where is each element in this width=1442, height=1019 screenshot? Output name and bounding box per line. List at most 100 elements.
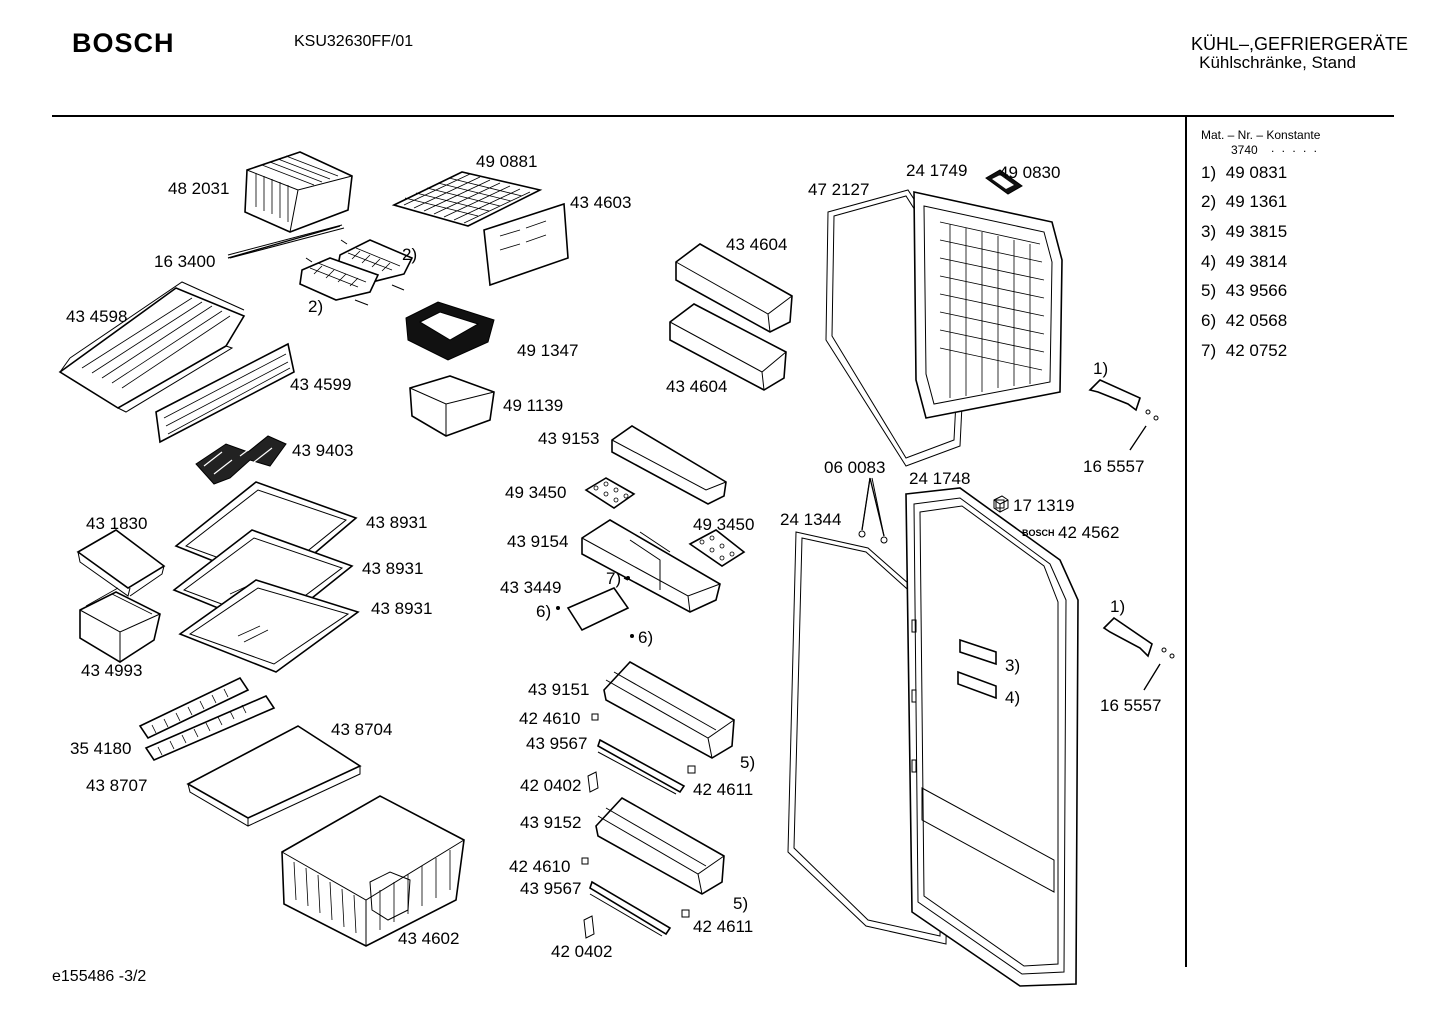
- fridge-gasket-drawing: [787, 531, 951, 945]
- part-number-label: 16 5557: [1083, 457, 1144, 476]
- part-number-label: 42 4610: [509, 857, 570, 876]
- box-icon: [993, 495, 1009, 513]
- door-rack-drawing: [581, 519, 721, 613]
- part-number-label: 16 3400: [154, 252, 215, 271]
- subcategory-title: Kühlschränke, Stand: [1199, 53, 1356, 72]
- leader-lines: [227, 225, 1161, 691]
- part-number-label: 43 1830: [86, 514, 147, 533]
- freezer-door-drawing: [913, 191, 1063, 419]
- part-number-label: 7): [606, 569, 621, 588]
- part-number-label: 43 4602: [398, 929, 459, 948]
- rod-drawing: [227, 224, 345, 259]
- part-number-label: 47 2127: [808, 180, 869, 199]
- part-number-label: 42 4611: [693, 780, 753, 799]
- part-number-label: 48 2031: [168, 179, 229, 198]
- legend-item: 4) 49 3814: [1201, 252, 1288, 271]
- trim-drawing: [581, 713, 696, 939]
- constant-code: 3740: [1231, 143, 1258, 157]
- part-number-label: 42 4562: [1058, 523, 1119, 542]
- part-number-label: 42 4610: [519, 709, 580, 728]
- freezer-gasket-drawing: [825, 189, 969, 467]
- part-number-label: 49 0830: [999, 163, 1060, 182]
- part-number-label: 1): [1093, 359, 1108, 378]
- part-number-label: 5): [733, 894, 748, 913]
- bottle-rack-drawing: [195, 435, 287, 485]
- door-rack-drawing: [675, 243, 793, 333]
- egg-tray-drawing: [584, 477, 746, 567]
- part-number-label: 43 9567: [520, 879, 581, 898]
- part-number-label: 24 1748: [909, 469, 970, 488]
- part-number-label: 43 9154: [507, 532, 568, 551]
- part-number-label: 43 4604: [726, 235, 787, 254]
- part-number-label: 2): [308, 297, 323, 316]
- part-number-label: 2): [402, 245, 417, 264]
- door-rack-drawing: [669, 303, 787, 391]
- part-number-label: 49 3450: [693, 515, 754, 534]
- part-number-label: 35 4180: [70, 739, 131, 758]
- glass-shelf-drawing: [178, 579, 360, 673]
- legend-item: 3) 49 3815: [1201, 222, 1288, 241]
- handle-insert-drawing: [985, 169, 1023, 195]
- part-number-label: 43 4598: [66, 307, 127, 326]
- part-number-label: 4): [1005, 688, 1020, 707]
- part-number-label: 43 9403: [292, 441, 353, 460]
- legend-divider: [1185, 116, 1187, 967]
- part-number-label: 43 4599: [290, 375, 351, 394]
- front-panel-drawing: [155, 342, 295, 444]
- model-number: KSU32630FF/01: [294, 33, 414, 50]
- legend-item: 2) 49 1361: [1201, 192, 1288, 211]
- door-bin-drawing: [603, 660, 735, 759]
- part-number-label: 42 0402: [551, 942, 612, 961]
- grid-shelf-drawing: [391, 171, 543, 227]
- part-number-label: 49 1347: [517, 341, 578, 360]
- part-number-label: 43 4603: [570, 193, 631, 212]
- legend-item: 1) 49 0831: [1201, 163, 1288, 182]
- door-badge-label: BOSCH: [1022, 528, 1055, 538]
- freezer-evaporator-drawing: [244, 151, 353, 233]
- part-number-label: 43 9151: [528, 680, 589, 699]
- part-number-label: 43 4993: [81, 661, 142, 680]
- part-number-label: 1): [1110, 597, 1125, 616]
- part-number-label: 49 1139: [503, 396, 563, 415]
- fridge-door-drawing: [905, 487, 1079, 987]
- part-number-label: 43 9153: [538, 429, 599, 448]
- strip-drawing: [138, 676, 276, 761]
- part-number-label: 43 8931: [362, 559, 423, 578]
- constant-dots: . . . . .: [1271, 141, 1320, 155]
- ice-tray-drawing: [299, 239, 414, 306]
- door-rack-drawing: [611, 425, 727, 505]
- part-number-label: 42 0402: [520, 776, 581, 795]
- part-number-label: 43 9567: [526, 734, 587, 753]
- part-number-label: 43 3449: [500, 578, 561, 597]
- legend-item: 7) 42 0752: [1201, 341, 1288, 360]
- small-tray-drawing: [76, 529, 166, 597]
- part-number-label: 43 9152: [520, 813, 581, 832]
- part-number-label: 43 8704: [331, 720, 392, 739]
- part-number-label: 16 5557: [1100, 696, 1161, 715]
- category-title: KÜHL–,GEFRIERGERÄTE: [1190, 34, 1408, 54]
- part-number-label: 43 8931: [366, 513, 427, 532]
- flap-drawing: [483, 202, 569, 287]
- part-number-label: 42 4611: [693, 917, 753, 936]
- part-number-label: 3): [1005, 656, 1020, 675]
- door-handle-drawing: [1088, 379, 1175, 691]
- glass-cover-drawing: [186, 725, 362, 827]
- part-number-label: 5): [740, 753, 755, 772]
- part-number-label: 06 0083: [824, 458, 885, 477]
- part-number-label: 49 3450: [505, 483, 566, 502]
- part-number-label: 17 1319: [1013, 496, 1074, 515]
- part-number-label: 43 8931: [371, 599, 432, 618]
- bin-drawing: [409, 375, 495, 437]
- crisper-drawing: [281, 795, 465, 947]
- door-bin-drawing: [595, 796, 725, 895]
- part-number-label: 6): [536, 602, 551, 621]
- part-number-label: 49 0881: [476, 152, 537, 171]
- brand-logo: BOSCH: [72, 28, 175, 58]
- legend-item: 5) 43 9566: [1201, 281, 1288, 300]
- part-number-label: 24 1749: [906, 161, 967, 180]
- part-number-label: 43 8707: [86, 776, 147, 795]
- drawer-drawing: [58, 281, 246, 413]
- cover-drawing: [556, 576, 634, 638]
- legend-item: 6) 42 0568: [1201, 311, 1288, 330]
